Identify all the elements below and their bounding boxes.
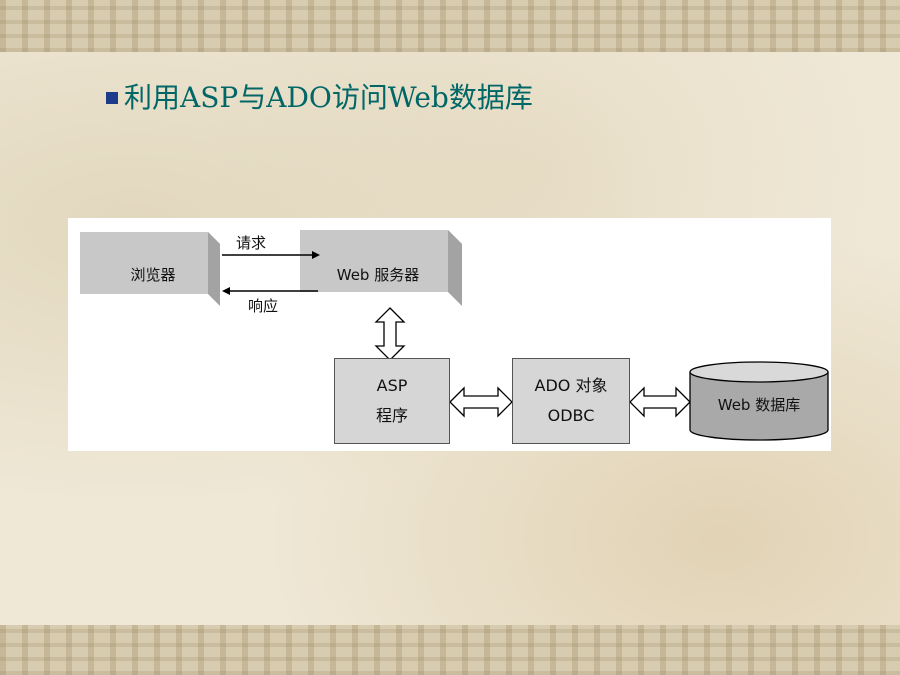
request-label: 请求 (236, 234, 267, 252)
server-box-side (448, 230, 462, 306)
server-asp-double-arrow (374, 307, 406, 361)
asp-line-2: 程序 (375, 406, 408, 425)
database-label: Web 数据库 (717, 396, 801, 414)
ado-db-double-arrow (629, 386, 691, 418)
browser-box-side (208, 232, 220, 306)
diagram-connectors (80, 230, 829, 441)
slide-title-row: 利用ASP与ADO访问Web数据库 (106, 78, 533, 114)
browser-label: 浏览器 (130, 266, 176, 284)
web-server-label: Web 服务器 (336, 266, 420, 284)
top-decorative-border (0, 0, 900, 52)
browser-box-front (80, 232, 208, 294)
architecture-diagram: 浏览器 Web 服务器 请求 响应 ASP 程序 ADO 对象 ODBC Web… (68, 218, 831, 451)
server-box-front (300, 230, 448, 292)
request-arrow-head (312, 251, 320, 259)
square-bullet-icon (106, 92, 118, 104)
database-cylinder-top (689, 361, 829, 383)
asp-program-box: ASP 程序 (334, 358, 450, 444)
ado-line-1: ADO 对象 (534, 376, 608, 395)
response-arrow-head (222, 287, 230, 295)
ado-odbc-box: ADO 对象 ODBC (512, 358, 630, 444)
bottom-decorative-border (0, 625, 900, 675)
database-cylinder-body (689, 372, 829, 441)
response-label: 响应 (248, 297, 279, 315)
asp-line-1: ASP (376, 376, 408, 395)
slide-title: 利用ASP与ADO访问Web数据库 (124, 81, 533, 114)
ado-line-2: ODBC (547, 406, 595, 425)
asp-ado-double-arrow (449, 386, 513, 418)
